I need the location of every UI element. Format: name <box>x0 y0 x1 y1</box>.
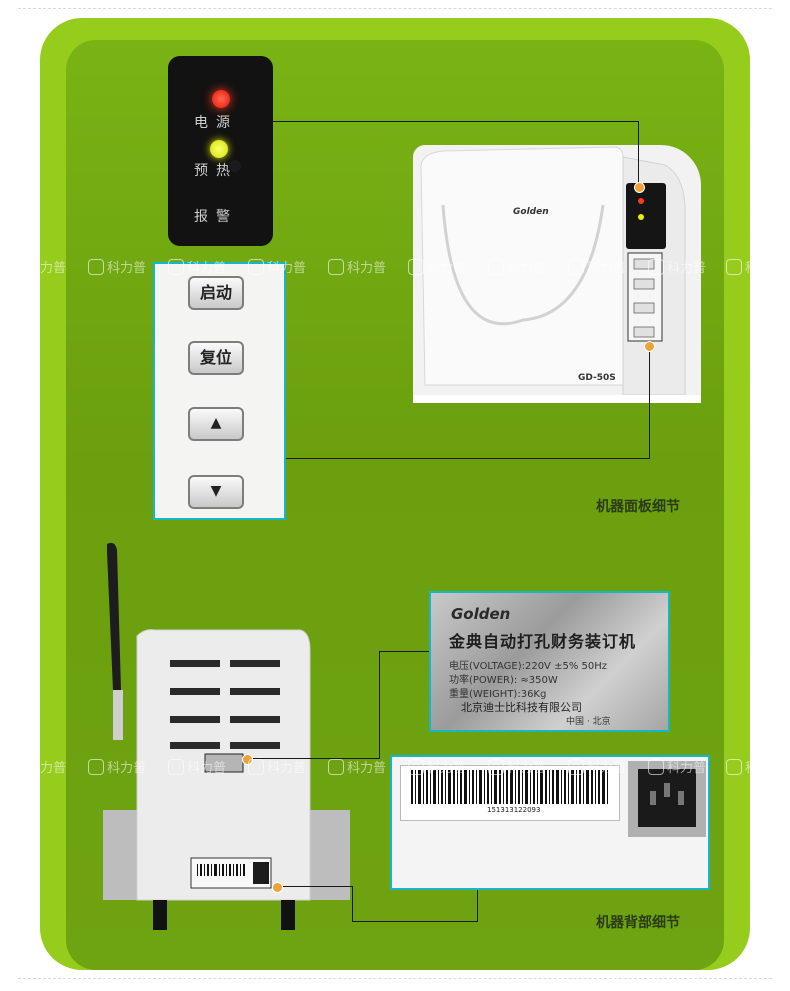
nameplate-detail: Golden 金典自动打孔财务装订机 电压(VOLTAGE):220V ±5% … <box>429 591 670 732</box>
callout-dot <box>242 754 253 765</box>
callout-dot <box>272 882 283 893</box>
connector-line <box>379 651 431 652</box>
connector-line <box>477 889 478 922</box>
alarm-label: 报警 <box>194 209 238 225</box>
nameplate-title: 金典自动打孔财务装订机 <box>449 632 637 651</box>
connector-line <box>352 886 353 921</box>
power-led-icon <box>212 90 230 108</box>
preheat-led-icon <box>210 140 228 158</box>
connector-line <box>379 651 380 759</box>
indicator-panel: 电源 预热 报警 <box>168 56 273 246</box>
nameplate-weight: 重量(WEIGHT):36Kg <box>449 689 547 700</box>
top-divider <box>18 8 772 9</box>
callout-dot <box>634 182 645 193</box>
control-panel: 启动 复位 ▲ ▼ <box>153 262 286 520</box>
barcode-label: 151313122093 <box>400 765 620 821</box>
machine-model-label: GD-50S <box>578 373 616 383</box>
connector-line <box>247 758 380 759</box>
power-socket-icon <box>628 761 706 837</box>
callout-dot <box>644 341 655 352</box>
nameplate-voltage: 电压(VOLTAGE):220V ±5% 50Hz <box>449 661 607 672</box>
barcode-number: 151313122093 <box>487 806 541 814</box>
up-arrow-button[interactable]: ▲ <box>188 407 244 441</box>
nameplate-power: 功率(POWER): ≈350W <box>449 675 558 686</box>
nameplate-brand: Golden <box>451 605 511 623</box>
back-detail: 151313122093 <box>390 755 710 890</box>
machine-back-drawing <box>103 542 350 930</box>
nameplate-origin: 中国 · 北京 <box>566 717 611 727</box>
connector-line <box>273 121 638 122</box>
back-detail-caption: 机器背部细节 <box>596 915 680 931</box>
nameplate-company: 北京迪士比科技有限公司 <box>461 701 582 714</box>
machine-front-drawing <box>413 146 701 403</box>
machine-brand-logo: Golden <box>513 207 549 217</box>
machine-front-image: Golden GD-50S <box>413 145 701 403</box>
connector-line <box>638 121 639 186</box>
power-label: 电源 <box>194 115 238 131</box>
alarm-led-icon <box>229 160 241 172</box>
bottom-divider <box>18 978 772 979</box>
start-button[interactable]: 启动 <box>188 276 244 310</box>
connector-line <box>286 458 649 459</box>
reset-button[interactable]: 复位 <box>188 341 244 375</box>
connector-line <box>649 346 650 459</box>
connector-line <box>278 886 352 887</box>
machine-back-image <box>95 540 355 935</box>
connector-line <box>352 921 477 922</box>
front-detail-caption: 机器面板细节 <box>596 499 680 515</box>
preheat-label: 预热 <box>194 163 238 179</box>
down-arrow-button[interactable]: ▼ <box>188 475 244 509</box>
barcode-icon <box>411 770 608 804</box>
